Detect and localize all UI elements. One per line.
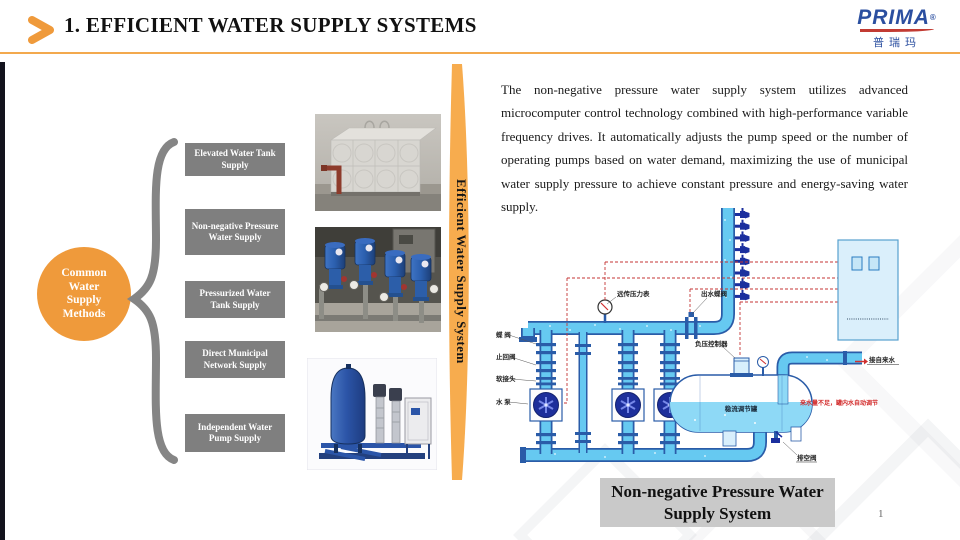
label-remote-pressure-gauge: 远传压力表	[617, 289, 650, 298]
page-number: 1	[878, 508, 884, 520]
tank-leg	[722, 430, 737, 447]
photo-pump-group	[315, 227, 441, 332]
pump-icon	[319, 242, 347, 319]
label-flexible-joint: 软接头	[496, 374, 516, 383]
label-auto-note: 来水量不足，罐内水自动调节	[800, 399, 878, 407]
negative-pressure-controller-icon	[730, 357, 753, 377]
photo-booster-set	[307, 358, 437, 470]
control-cabinet-icon	[404, 397, 432, 459]
method-box-non-negative: Non-negative Pressure Water Supply	[185, 209, 285, 255]
logo-brand-text: PRIMA	[857, 6, 930, 29]
method-box-pressurized-tank: Pressurized Water Tank Supply	[185, 281, 285, 318]
method-box-direct-municipal: Direct Municipal Network Supply	[185, 341, 285, 378]
cabinet-window	[868, 256, 880, 271]
method-box-independent-pump: Independent Water Pump Supply	[185, 414, 285, 452]
header-and-riser-pipe	[519, 208, 735, 342]
page-title: 1. EFFICIENT WATER SUPPLY SYSTEMS	[64, 13, 477, 37]
tank-gauge-icon	[757, 356, 769, 376]
bottom-pipe	[520, 429, 767, 463]
description-text: The non-negative pressure water supply s…	[501, 82, 908, 215]
label-water-pump: 水 泵	[496, 397, 511, 406]
circle-label: Common Water Supply Methods	[61, 267, 107, 320]
pump-icon	[349, 238, 377, 319]
tank-leg	[790, 426, 802, 442]
diagram-caption: Non-negative Pressure Water Supply Syste…	[600, 478, 835, 527]
chevron-icon	[28, 16, 54, 44]
pump-icon	[379, 250, 407, 321]
bypass-pipe	[575, 332, 591, 453]
method-box-elevated-tank: Elevated Water Tank Supply	[185, 143, 285, 176]
drain-valve-icon	[771, 431, 783, 443]
inlet-pipe	[776, 351, 862, 381]
pump-icon	[410, 254, 439, 323]
ribbon-label: Efficient Water Supply System	[454, 178, 469, 364]
logo-chinese-text: 普瑞玛	[873, 37, 921, 49]
outlet-valve-icon	[685, 312, 698, 339]
schematic-diagram: 稳流调节罐	[496, 208, 899, 463]
tank-label: 稳流调节罐	[725, 404, 758, 413]
brace-icon	[126, 138, 178, 464]
pump-icon	[373, 384, 386, 444]
logo-underline	[860, 29, 934, 32]
prima-logo: PRIMA® 普瑞玛	[851, 6, 943, 50]
ribbon-shape	[449, 64, 469, 480]
control-wiring	[562, 261, 838, 404]
label-outlet-butterfly-valve: 出水蝶阀	[701, 289, 728, 298]
header-divider	[0, 52, 960, 54]
left-edge-bar	[0, 62, 5, 540]
flow-regulating-tank: 稳流调节罐	[669, 356, 813, 447]
label-drain-valve: 排空阀	[797, 453, 817, 462]
cabinet-window	[851, 256, 863, 271]
pressure-gauge-icon	[597, 299, 613, 323]
pipe-speckles	[549, 219, 828, 458]
control-cabinet	[837, 239, 899, 341]
common-methods-circle: Common Water Supply Methods	[37, 247, 131, 341]
leader-lines	[508, 296, 798, 456]
pump-icon	[389, 388, 402, 444]
registered-mark: ®	[929, 13, 937, 22]
label-tap-water-inlet: 接自来水	[869, 355, 896, 364]
label-negative-pressure-controller: 负压控制器	[695, 339, 728, 348]
label-check-valve: 止回阀	[496, 352, 516, 361]
label-butterfly-valve: 蝶 阀	[496, 330, 511, 339]
photo-water-tank	[315, 114, 441, 211]
inlet-arrow-icon	[855, 358, 868, 365]
